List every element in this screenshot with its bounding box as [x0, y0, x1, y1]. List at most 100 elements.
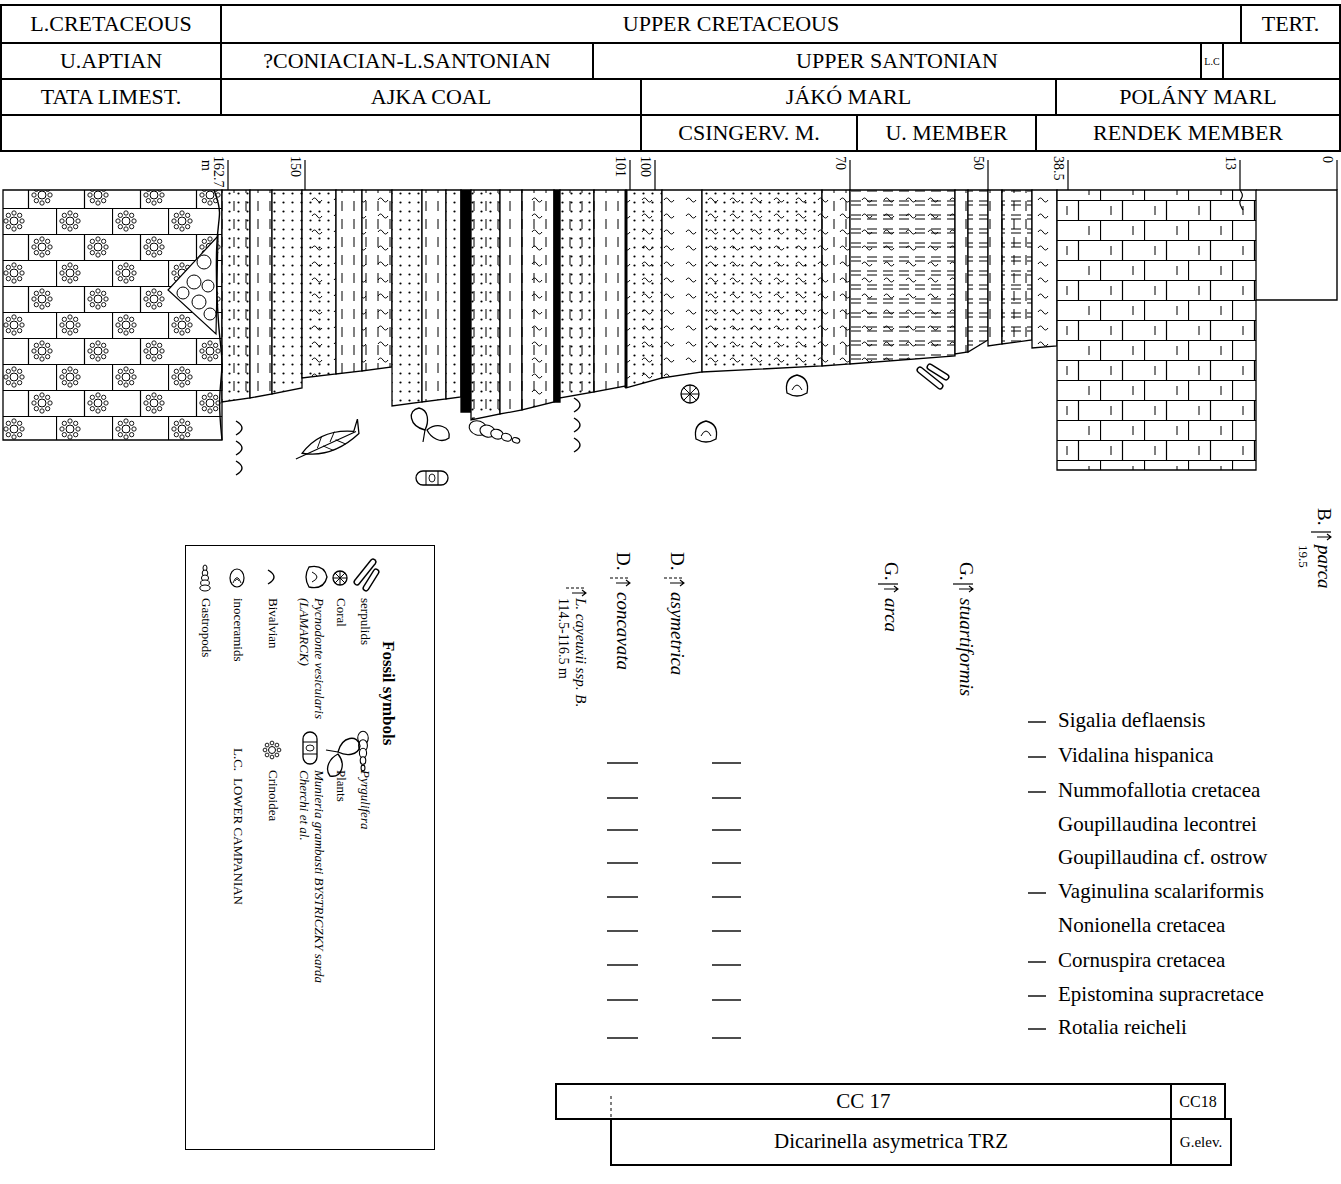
line-art	[411, 408, 427, 430]
range-dash	[712, 930, 741, 931]
bed-ground	[250, 190, 272, 398]
depth-tick	[987, 160, 988, 190]
range-dash	[1028, 995, 1046, 996]
litho-fill	[1002, 190, 1032, 344]
bed-ground	[594, 190, 626, 392]
figure-art	[501, 432, 513, 442]
range-arrow	[1317, 534, 1331, 540]
taxon-label: stuartiformis	[955, 598, 976, 696]
litho-fill	[626, 190, 662, 388]
litho-fill	[822, 190, 850, 366]
litho-fill	[560, 190, 594, 398]
member-cell: U. MEMBER	[856, 114, 1037, 152]
bivalve-symbol	[268, 570, 274, 584]
litho-fill	[302, 190, 336, 378]
bed-ground	[988, 190, 1002, 346]
cell-label: UPPER CRETACEOUS	[623, 12, 839, 36]
contact-line	[214, 190, 222, 440]
line-art	[423, 430, 425, 442]
figure-art	[512, 437, 521, 444]
bed-outline	[988, 190, 1002, 346]
range-dash	[712, 1037, 741, 1038]
bed-ground	[968, 190, 988, 352]
line-art	[701, 431, 711, 436]
bed-outline	[662, 190, 702, 378]
bed-outline	[336, 190, 362, 374]
legend-note: L.C.	[231, 748, 245, 771]
taxon-label: B.	[1313, 508, 1334, 525]
bed-outline	[471, 190, 500, 420]
gastropod-symbol	[358, 731, 369, 771]
munieria-symbol	[416, 471, 448, 485]
line-art	[786, 375, 807, 396]
foram-label: Epistomina supracretace	[1058, 983, 1264, 1006]
bed-ground	[1057, 190, 1256, 470]
taxon-label: G.	[880, 562, 901, 580]
legend-entry: Pycnodonte vesicularis (LAMARCK)	[296, 598, 326, 738]
range-dash	[712, 797, 741, 798]
line-art	[930, 367, 946, 377]
litho-fill	[522, 190, 554, 410]
range-dash	[607, 930, 638, 931]
cell-label: JÁKÓ MARL	[786, 85, 911, 109]
foram-label: Nummofallotia cretacea	[1058, 779, 1260, 802]
tube-core	[930, 367, 946, 377]
bed-ground	[1032, 190, 1057, 348]
line-art	[326, 750, 338, 752]
zone-extension	[611, 1096, 612, 1118]
figure-art	[333, 571, 347, 585]
foram-label: Vidalina hispanica	[1058, 744, 1214, 767]
bed-ground	[362, 190, 392, 371]
figure-art	[265, 743, 269, 747]
taxon-label: asymetrica	[666, 592, 687, 675]
cover-outline	[1256, 190, 1337, 300]
cell-label: TATA LIMEST.	[41, 85, 181, 109]
figure-art	[429, 474, 435, 482]
range-dash	[712, 862, 741, 863]
serpulid-symbol	[357, 562, 376, 588]
foram-label: Vaginulina scalariformis	[1058, 880, 1264, 903]
figure-art	[416, 471, 448, 485]
foram-label: Cornuspira cretacea	[1058, 949, 1225, 972]
line-art	[298, 419, 365, 461]
litho-fill	[626, 190, 662, 388]
oyster-symbol	[306, 566, 327, 587]
depth-label: 0	[1320, 156, 1335, 163]
coral-symbol	[681, 385, 699, 403]
litho-fill	[302, 190, 336, 378]
litho-fill	[955, 190, 968, 354]
legend-entry: Gastropods	[198, 598, 213, 657]
cell-label: CSINGERV. M.	[678, 121, 819, 145]
stage-cell: U.APTIAN	[0, 42, 222, 80]
cell-label: TERT.	[1262, 12, 1320, 36]
litho-fill	[594, 190, 626, 392]
range-dash	[607, 797, 638, 798]
litho-fill	[968, 190, 988, 352]
legend-entry: Bivalvian	[265, 598, 280, 649]
line-art	[314, 429, 346, 455]
figure-art	[270, 755, 274, 759]
oyster-symbol	[786, 375, 807, 396]
range-dash	[607, 862, 638, 863]
bed-outline	[594, 190, 626, 392]
cell-label: U. MEMBER	[885, 121, 1007, 145]
figure-art	[360, 757, 366, 765]
bed-outline	[272, 190, 302, 394]
cell-label: U.APTIAN	[60, 49, 162, 73]
range-dash	[712, 964, 741, 965]
munieria-symbol	[303, 732, 317, 764]
bed-ground	[662, 190, 702, 378]
bed-outline	[1057, 190, 1256, 470]
bed-ground	[422, 190, 446, 402]
line-art	[295, 432, 357, 460]
zone-box: CC18	[1170, 1083, 1226, 1120]
clast-circle	[177, 287, 189, 299]
cell-label: UPPER SANTONIAN	[796, 49, 998, 73]
range-dash	[1028, 721, 1046, 722]
litho-fill	[702, 190, 822, 372]
taxon-label: D.	[666, 552, 687, 570]
taxon-label: 19.5	[1296, 545, 1310, 568]
period-cell: L.CRETACEOUS	[0, 4, 222, 44]
cell-label: L.CRETACEOUS	[30, 12, 191, 36]
legend-entry: Coral	[333, 598, 348, 627]
